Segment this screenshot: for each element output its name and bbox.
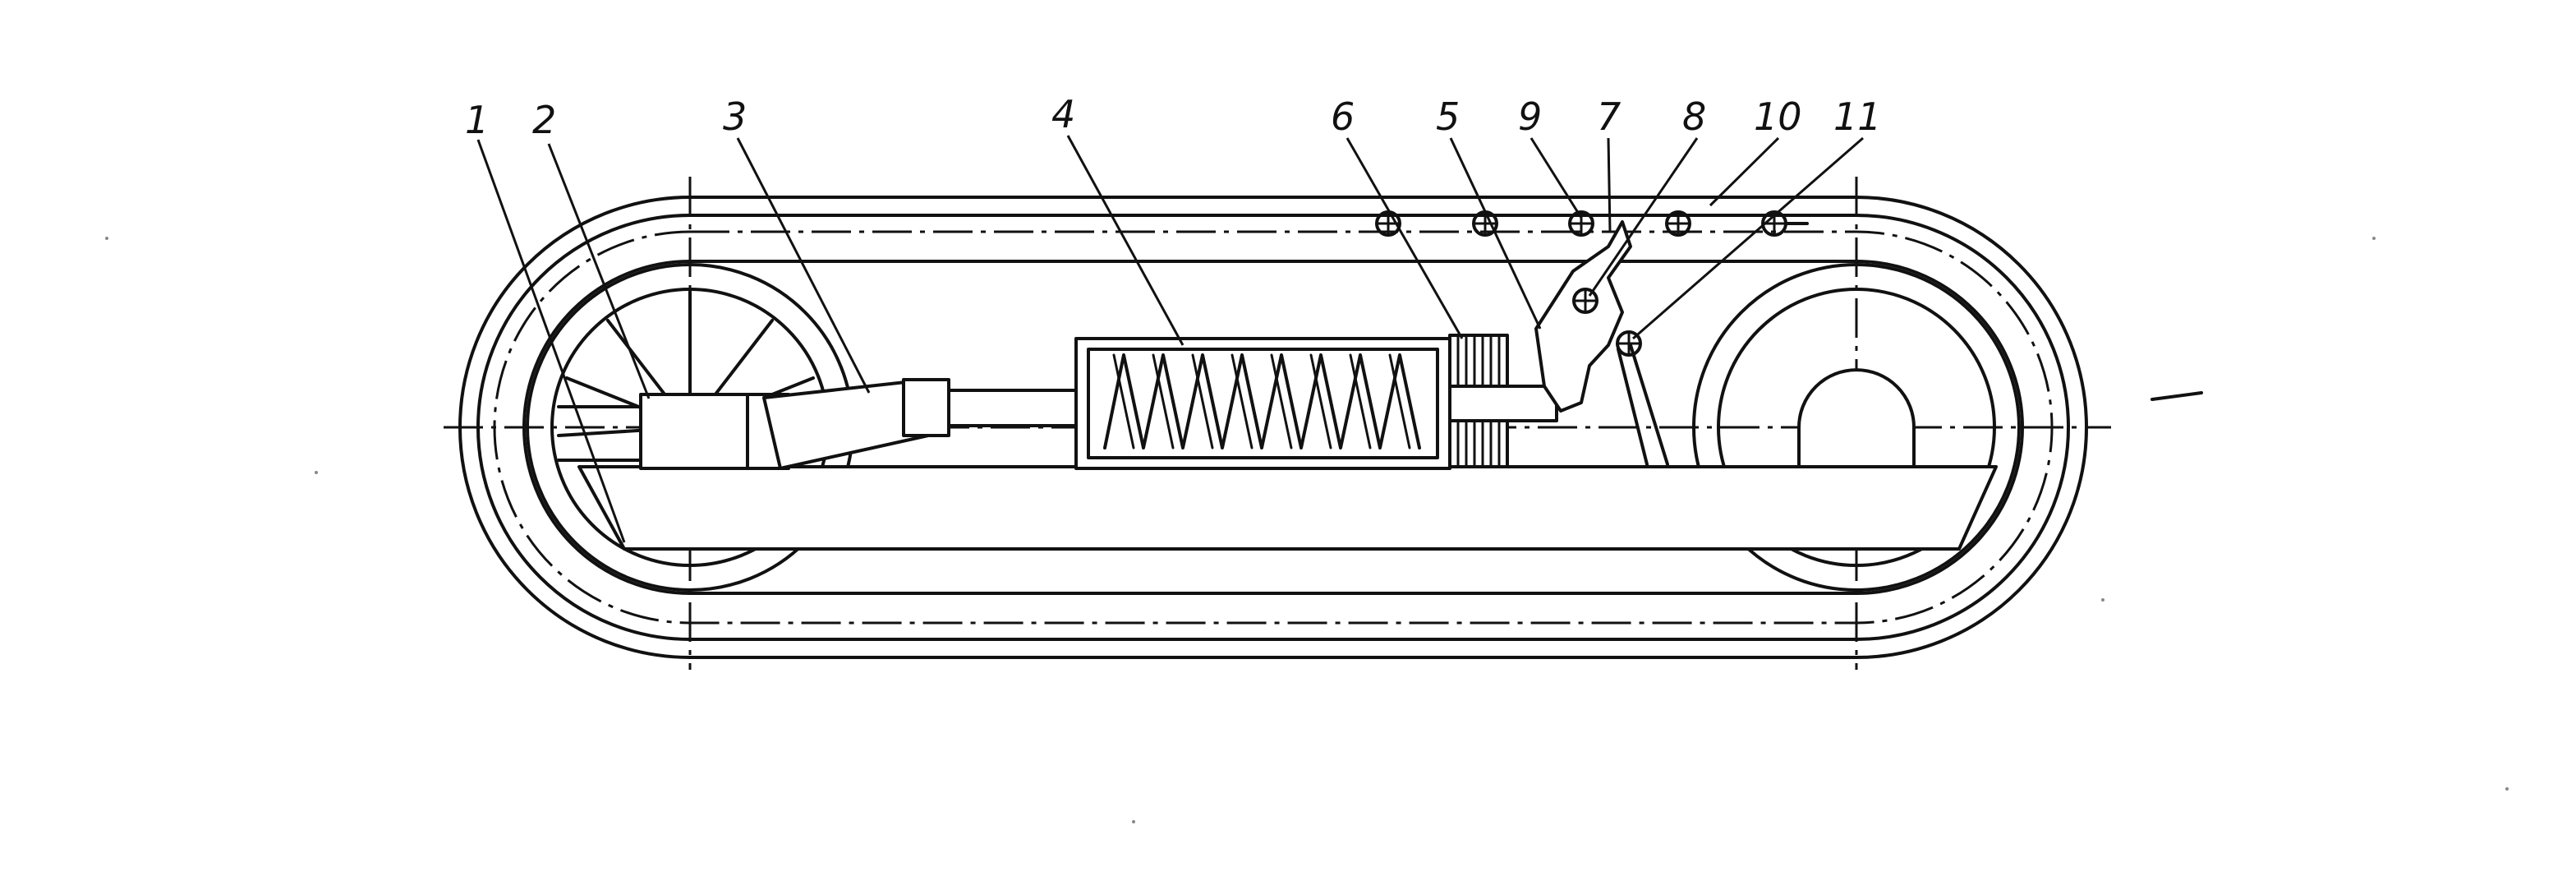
spring-cylinder <box>1074 337 1451 470</box>
crank-axle-block <box>639 393 757 470</box>
callout-labels: 1 2 3 4 6 5 9 7 8 10 11 <box>465 92 1882 142</box>
scan-speckle <box>105 237 2509 823</box>
bolt-icon <box>1665 210 1691 237</box>
callout-10: 10 <box>1754 95 1802 139</box>
leader-5 <box>1449 137 1542 330</box>
callout-6: 6 <box>1331 95 1355 139</box>
callout-11: 11 <box>1833 95 1882 139</box>
leader-7 <box>1607 137 1612 233</box>
pawl-pivot-icon <box>1572 288 1598 314</box>
coil-spring <box>1103 353 1421 450</box>
leader-1 <box>476 139 626 543</box>
spring-housing-inner <box>1087 348 1439 459</box>
drive-wheel-inner <box>1717 288 1996 567</box>
pawl-link <box>1629 343 1669 466</box>
leader-6 <box>1346 137 1464 339</box>
callout-8: 8 <box>1682 95 1706 139</box>
damper-stack <box>1448 334 1558 468</box>
tensioner-frame <box>577 465 1998 551</box>
stray-mark <box>2150 391 2203 401</box>
callout-2: 2 <box>532 98 556 142</box>
right-drive-wheel <box>1692 263 2021 592</box>
callout-4: 4 <box>1051 92 1075 136</box>
pawl-link-2 <box>1617 348 1649 466</box>
callout-9: 9 <box>1518 95 1542 139</box>
bolt-icon <box>1472 210 1498 237</box>
coil-spring-back <box>1112 353 1411 450</box>
leader-3 <box>736 137 871 394</box>
ratchet-pawl <box>1534 220 1632 413</box>
crank-collar <box>902 378 950 437</box>
callout-5: 5 <box>1436 95 1460 139</box>
push-rod <box>947 389 1078 427</box>
track-outer-line <box>458 196 2088 659</box>
leader-9 <box>1530 137 1583 219</box>
link-pin-icon <box>1616 330 1642 357</box>
leader-8 <box>1588 137 1699 297</box>
bolt-row <box>1375 210 1809 357</box>
leader-lines <box>476 135 1864 543</box>
piston-rod <box>1448 385 1558 422</box>
drive-wheel-hub-bracket <box>1797 368 1916 470</box>
callout-7: 7 <box>1597 95 1621 139</box>
leader-11 <box>1632 136 1864 340</box>
callout-1: 1 <box>465 98 489 142</box>
leader-4 <box>1066 135 1184 346</box>
crank-mechanism <box>557 378 950 470</box>
callout-3: 3 <box>723 95 747 139</box>
leader-2 <box>547 143 651 399</box>
leader-10 <box>1709 136 1780 207</box>
drive-wheel-outer <box>1692 263 2021 592</box>
